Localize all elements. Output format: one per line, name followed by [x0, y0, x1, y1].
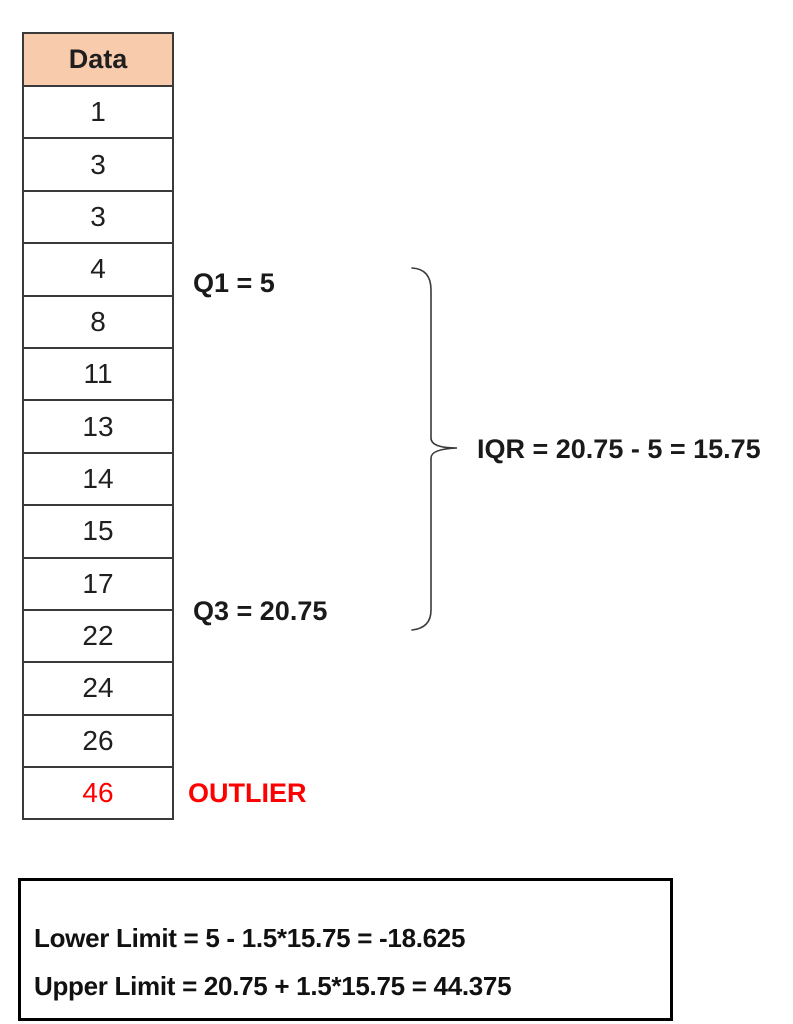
table-row: 22 [24, 608, 172, 661]
table-row: 46 [24, 766, 172, 818]
table-row: 17 [24, 556, 172, 609]
table-row: 11 [24, 346, 172, 399]
q1-label: Q1 = 5 [193, 268, 275, 298]
table-row: 26 [24, 713, 172, 766]
table-row: 13 [24, 399, 172, 451]
iqr-label: IQR = 20.75 - 5 = 15.75 [477, 434, 761, 464]
table-row: 14 [24, 451, 172, 504]
table-header-cell: Data [24, 34, 172, 85]
table-row: 3 [24, 189, 172, 242]
table-row: 15 [24, 504, 172, 556]
outlier-label: OUTLIER [188, 778, 307, 808]
limits-box: Lower Limit = 5 - 1.5*15.75 = -18.625 Up… [18, 878, 673, 1021]
q3-label: Q3 = 20.75 [193, 596, 328, 626]
table-row: 8 [24, 294, 172, 347]
table-row: 4 [24, 242, 172, 294]
table-row: 24 [24, 661, 172, 713]
lower-limit-text: Lower Limit = 5 - 1.5*15.75 = -18.625 [34, 923, 466, 953]
iqr-brace [411, 267, 458, 631]
table-row: 3 [24, 137, 172, 189]
upper-limit-text: Upper Limit = 20.75 + 1.5*15.75 = 44.375 [34, 971, 512, 1001]
table-row: 1 [24, 85, 172, 137]
